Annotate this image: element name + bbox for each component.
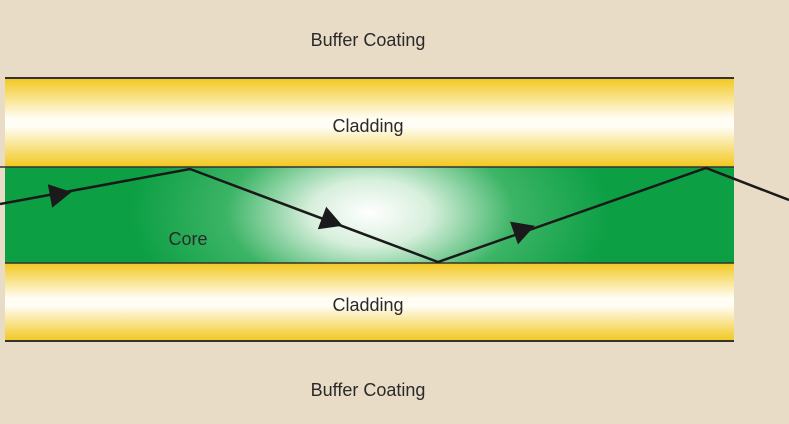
cladding-top — [5, 78, 734, 167]
cladding-bottom — [5, 263, 734, 341]
ray-arrow-1 — [47, 184, 72, 208]
core — [5, 167, 734, 263]
ray-arrow-2 — [317, 206, 343, 230]
core-label: Core — [168, 229, 208, 249]
buffer-coating-bottom-label: Buffer Coating — [310, 380, 426, 400]
light-ray — [0, 166, 789, 264]
buffer-coating-top-label: Buffer Coating — [310, 30, 426, 50]
cladding-bottom-label: Cladding — [332, 295, 404, 315]
cladding-top-label: Cladding — [332, 116, 404, 136]
ray-arrow-3 — [510, 221, 535, 245]
